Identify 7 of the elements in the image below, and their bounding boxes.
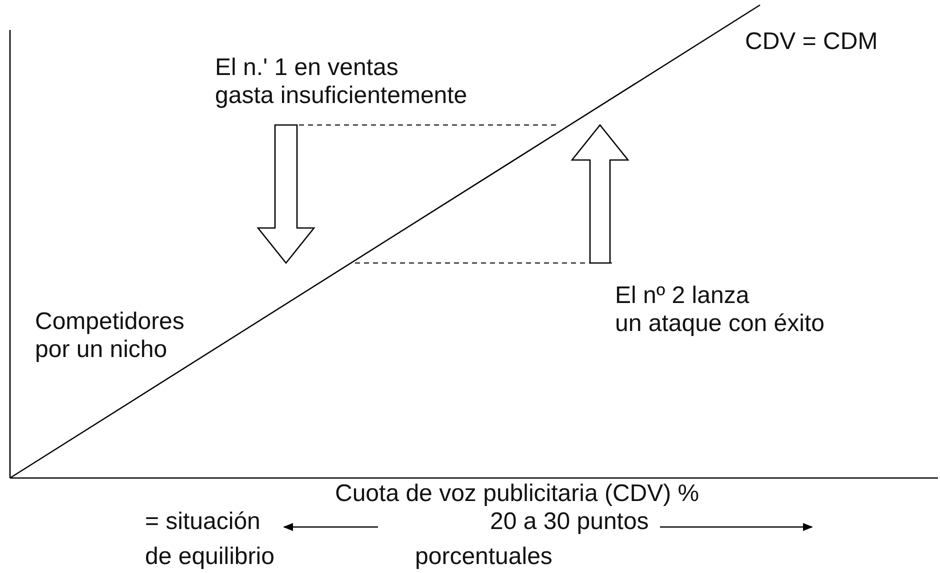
annotation-text: El n.' 1 en ventas gasta insuficientemente xyxy=(215,54,468,110)
note-text: = situación de equilibrio xyxy=(145,507,274,572)
annotation-text: El nº 2 lanza un ataque con éxito xyxy=(615,282,824,338)
annotation-text: Competidores por un nicho xyxy=(35,308,184,364)
line-label: CDV = CDM xyxy=(745,28,878,56)
range-label: 20 a 30 puntos porcentuales xyxy=(415,507,649,572)
axis-title: Cuota de voz publicitaria (CDV) % xyxy=(335,480,700,508)
